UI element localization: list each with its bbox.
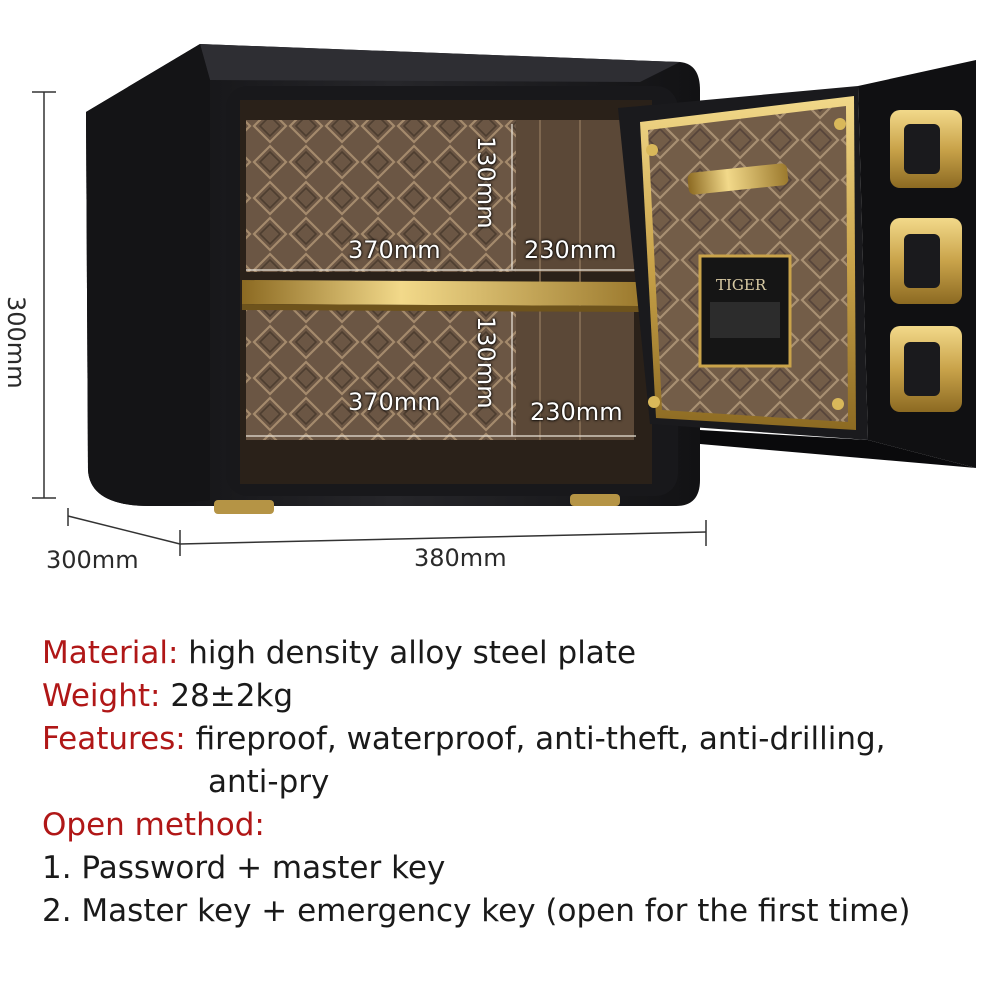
depth-dimension-label: 300mm (46, 546, 139, 574)
lower-depth-label: 230mm (530, 398, 623, 426)
door-brand-plate: TIGER (716, 276, 767, 294)
safe-illustration (32, 44, 976, 556)
weight-label: Weight: (42, 678, 161, 714)
features-value: fireproof, waterproof, anti-theft, anti-… (195, 721, 886, 757)
spec-features: Features: fireproof, waterproof, anti-th… (42, 718, 982, 761)
safe-door (618, 60, 976, 468)
material-label: Material: (42, 635, 179, 671)
safe-product-figure: TIGER 300mm 300mm 380mm 130mm 130mm 370m… (2, 44, 976, 574)
features-label: Features: (42, 721, 186, 757)
lower-height-label: 130mm (472, 316, 500, 409)
open-method-1: 1. Password + master key (42, 850, 446, 886)
open-method-label: Open method: (42, 807, 265, 843)
open-method-2: 2. Master key + emergency key (open for … (42, 893, 911, 929)
spec-list: Material: high density alloy steel plate… (42, 632, 982, 933)
spec-material: Material: high density alloy steel plate (42, 632, 982, 675)
weight-value: 28±2kg (170, 678, 294, 714)
spec-weight: Weight: 28±2kg (42, 675, 982, 718)
height-dimension-label: 300mm (2, 296, 30, 389)
width-dimension-label: 380mm (414, 544, 507, 572)
dimension-lines (32, 91, 707, 556)
spec-features-cont: anti-pry (208, 764, 330, 800)
upper-width-label: 370mm (348, 236, 441, 264)
lower-width-label: 370mm (348, 388, 441, 416)
material-value: high density alloy steel plate (188, 635, 637, 671)
safe-interior (240, 100, 652, 484)
upper-height-label: 130mm (472, 136, 500, 229)
upper-depth-label: 230mm (524, 236, 617, 264)
